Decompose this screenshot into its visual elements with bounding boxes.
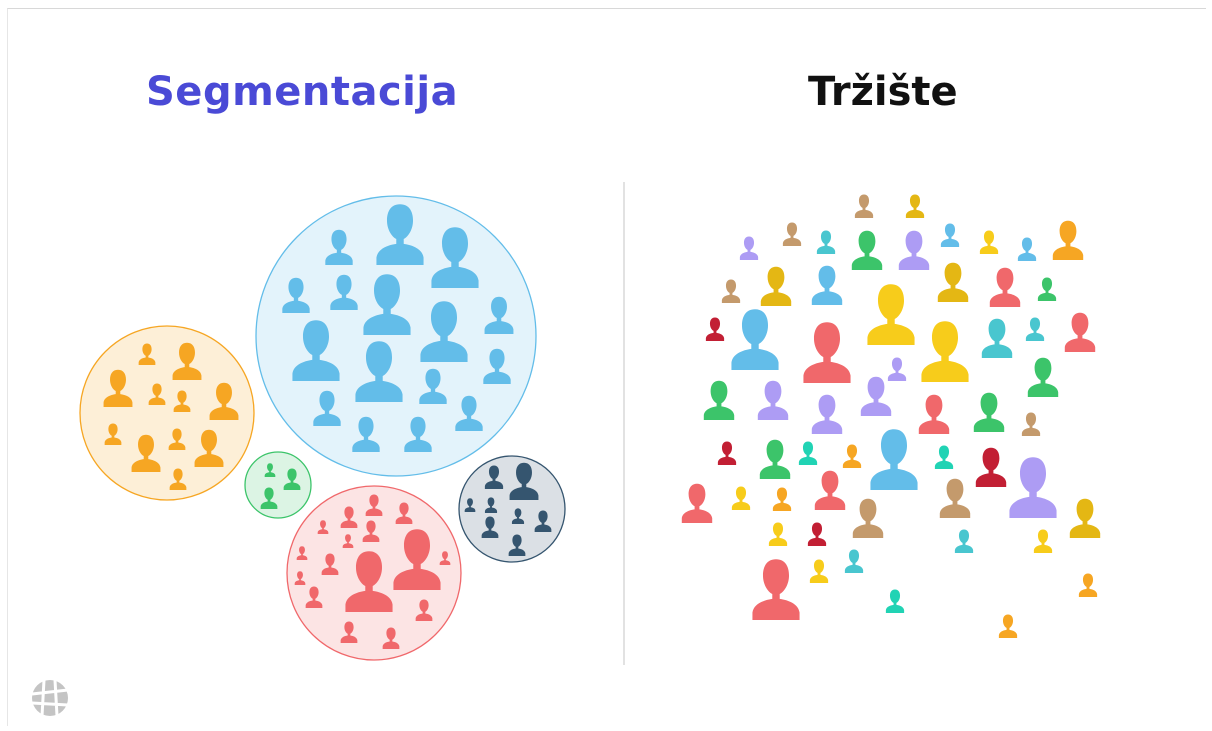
person-icon [851,230,883,270]
person-icon [759,439,791,479]
person-icon [940,223,960,247]
person-icon [989,267,1021,307]
person-icon [1064,312,1096,352]
person-icon [934,445,954,469]
person-icon [954,529,974,553]
person-icon [975,447,1007,487]
slide-frame [7,8,1206,726]
person-icon [721,279,741,303]
segment-circle-green [244,451,312,519]
person-icon [939,478,971,518]
person-icon [1027,357,1059,397]
person-icon [739,236,759,260]
person-icon [1021,412,1041,436]
person-icon [854,194,874,218]
person-icon [885,589,905,613]
person-icon [814,470,846,510]
person-icon [937,262,969,302]
person-icon [867,284,915,345]
person-icon [757,380,789,420]
divider-line [623,182,625,665]
person-icon [798,441,818,465]
person-icon [973,392,1005,432]
market-title: Tržište [808,69,958,115]
person-icon [705,317,725,341]
person-icon [870,429,918,490]
person-icon [842,444,862,468]
person-icon [703,380,735,420]
person-icon [887,357,907,381]
person-icon [852,498,884,538]
person-icon [1017,237,1037,261]
person-icon [811,265,843,305]
person-icon [1037,277,1057,301]
segmentation-title: Segmentacija [146,69,459,115]
person-icon [717,441,737,465]
person-icon [752,559,800,620]
person-icon [1033,529,1053,553]
person-icon [731,309,779,370]
person-icon [807,522,827,546]
globe-logo-icon [31,679,69,717]
person-icon [979,230,999,254]
person-icon [860,376,892,416]
person-icon [998,614,1018,638]
person-icon [768,522,788,546]
person-icon [772,487,792,511]
person-icon [1069,498,1101,538]
segment-circles [79,195,566,661]
market-people [681,194,1101,638]
person-icon [1009,457,1057,518]
person-icon [1052,220,1084,260]
person-icon [803,322,851,383]
person-icon [809,559,829,583]
person-icon [1078,573,1098,597]
person-icon [681,483,713,523]
person-icon [905,194,925,218]
person-icon [731,486,751,510]
person-icon [816,230,836,254]
person-icon [782,222,802,246]
person-icon [921,321,969,382]
segment-circle-navy [458,455,566,563]
person-icon [811,394,843,434]
person-icon [918,394,950,434]
person-icon [844,549,864,573]
person-icon [760,266,792,306]
person-icon [1025,317,1045,341]
person-icon [898,230,930,270]
person-icon [981,318,1013,358]
